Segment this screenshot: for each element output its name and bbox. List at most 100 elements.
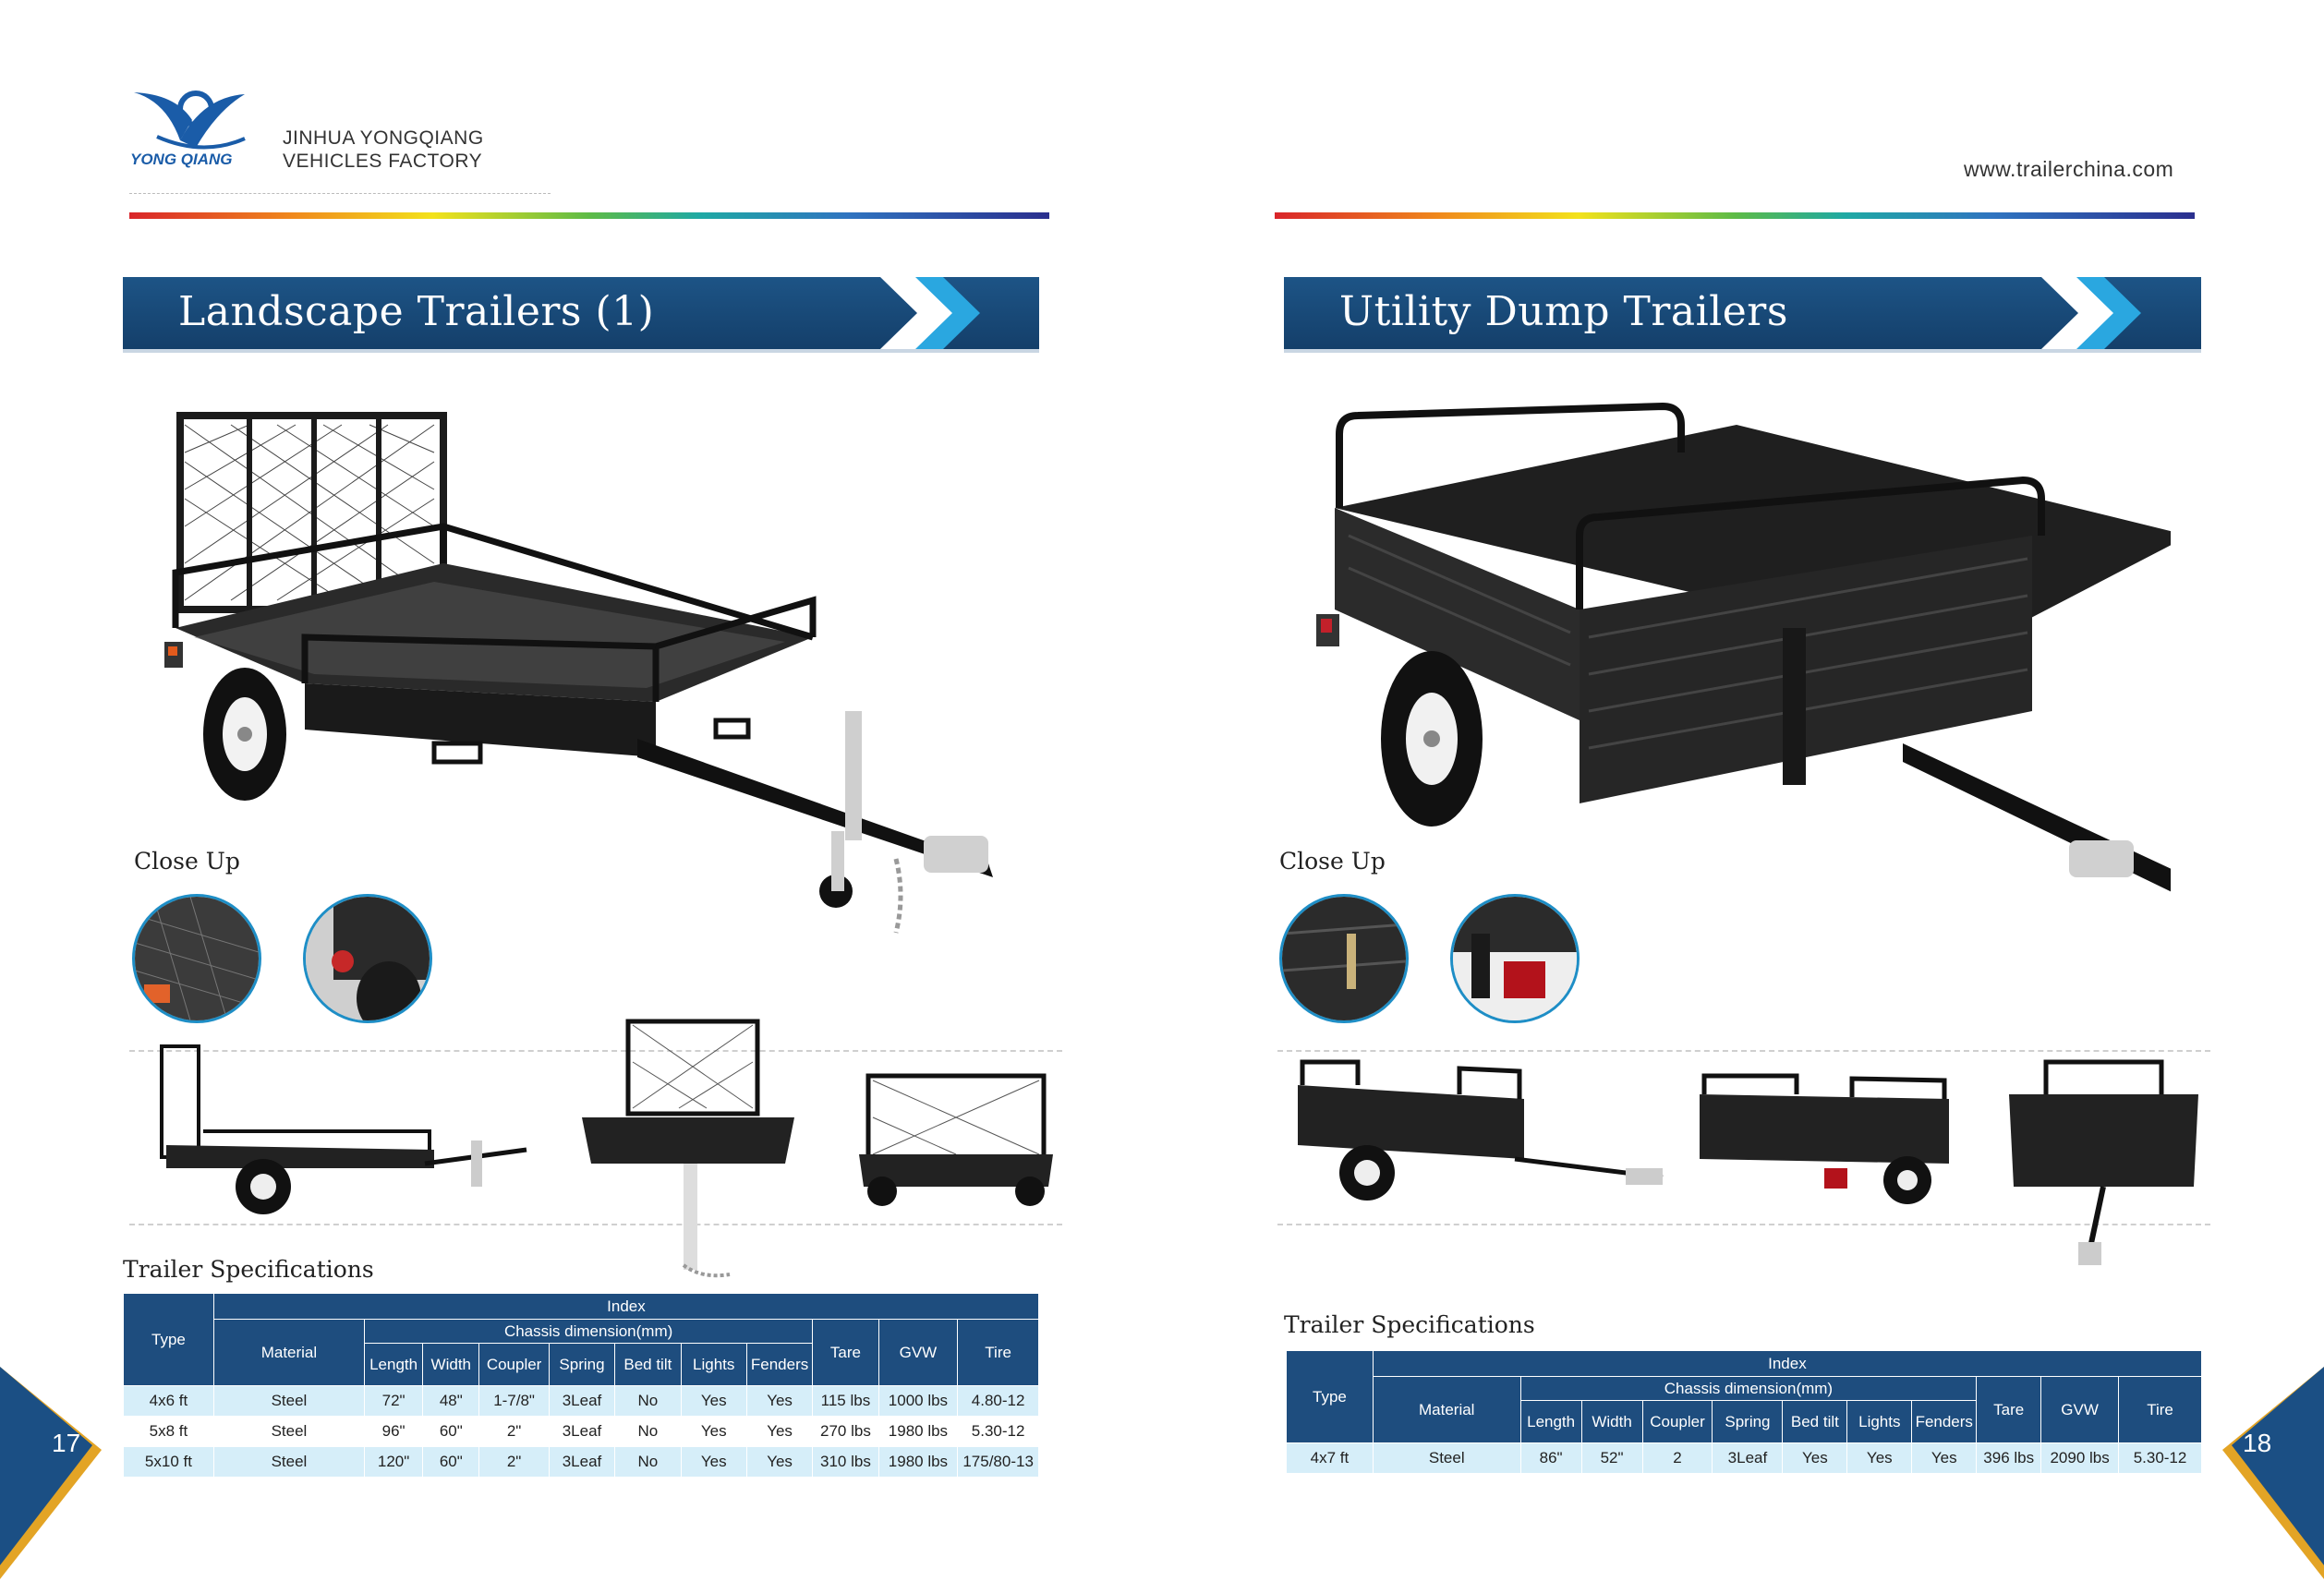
table-cell: Yes [1782,1442,1848,1474]
col-header-gvw: GVW [2040,1376,2120,1443]
col-header-type: Type [123,1293,214,1386]
spec-table-left: Type Index Material Chassis dimension(mm… [123,1293,1040,1478]
gallery-divider-top-left [129,1050,1062,1052]
col-header-chassis: Chassis dimension(mm) [1519,1376,1978,1401]
col-header-tire: Tire [957,1319,1039,1386]
table-cell: 5x8 ft [123,1416,214,1447]
table-row: 4x6 ft Steel 72" 48" 1-7/8" 3Leaf No Yes… [123,1385,1039,1417]
table-cell: 1000 lbs [878,1385,959,1417]
table-cell: 3Leaf [548,1385,616,1417]
table-cell: 5.30-12 [2118,1442,2202,1474]
table-cell: Yes [1911,1442,1978,1474]
spec-label-left: Trailer Specifications [123,1256,374,1283]
table-cell: 310 lbs [812,1446,879,1478]
table-cell: 5.30-12 [957,1416,1039,1447]
table-cell: 1-7/8" [478,1385,550,1417]
table-cell: No [614,1416,682,1447]
brand-name: YONG QIANG [130,151,233,168]
col-header-bed-tilt: Bed tilt [1782,1400,1848,1443]
gallery-divider-bottom-right [1277,1224,2210,1225]
col-header-fenders: Fenders [1911,1400,1978,1443]
col-header-tare: Tare [1976,1376,2042,1443]
col-header-index: Index [1372,1350,2203,1377]
table-cell: Steel [1372,1442,1521,1474]
section-banner-right: Utility Dump Trailers [1284,277,2201,353]
col-header-width: Width [422,1343,480,1386]
col-header-lights: Lights [1846,1400,1913,1443]
col-header-spring: Spring [1712,1400,1784,1443]
table-cell: 3Leaf [1712,1442,1784,1474]
company-name-line2: VEHICLES FACTORY [283,151,483,172]
table-cell: 60" [422,1446,480,1478]
col-header-width: Width [1580,1400,1643,1443]
table-cell: Steel [212,1416,366,1447]
landscape-trailer-photo [157,406,1016,970]
col-header-coupler: Coupler [478,1343,550,1386]
table-cell: 52" [1580,1442,1643,1474]
page-number-left: 17 [52,1429,81,1457]
header-divider [129,193,551,194]
col-header-length: Length [363,1343,424,1386]
table-cell: Yes [745,1385,814,1417]
table-cell: 396 lbs [1976,1442,2042,1474]
gallery-photo-side [1293,1057,1681,1214]
table-cell: Yes [680,1446,747,1478]
table-cell: 1980 lbs [878,1446,959,1478]
gallery-divider-bottom-left [129,1224,1062,1225]
table-cell: 115 lbs [812,1385,879,1417]
table-cell: 60" [422,1416,480,1447]
table-cell: 2" [478,1446,550,1478]
table-row: 5x10 ft Steel 120" 60" 2" 3Leaf No Yes Y… [123,1446,1039,1478]
gallery-photo-rear [854,1071,1058,1210]
table-cell: 270 lbs [812,1416,879,1447]
col-header-type: Type [1286,1350,1374,1443]
table-cell: 4x7 ft [1286,1442,1374,1474]
gallery-photo-front [2000,1057,2208,1279]
gallery-divider-top-right [1277,1050,2210,1052]
website-url[interactable]: www.trailerchina.com [1964,157,2174,181]
gallery-photo-rear-quarter [1695,1071,1963,1210]
spec-table-right: Type Index Material Chassis dimension(mm… [1286,1350,2203,1474]
table-cell: 175/80-13 [957,1446,1039,1478]
table-cell: 72" [363,1385,424,1417]
table-cell: 2 [1641,1442,1713,1474]
col-header-chassis: Chassis dimension(mm) [363,1319,814,1344]
table-cell: Yes [745,1446,814,1478]
page-corner-left [0,1367,102,1588]
col-header-length: Length [1519,1400,1582,1443]
table-cell: 86" [1519,1442,1582,1474]
col-header-bed-tilt: Bed tilt [614,1343,682,1386]
table-cell: 2090 lbs [2040,1442,2120,1474]
page-corner-right [2222,1367,2324,1588]
table-cell: Yes [680,1416,747,1447]
col-header-tire: Tire [2118,1376,2202,1443]
close-up-label-left: Close Up [134,848,240,875]
table-cell: 2" [478,1416,550,1447]
table-row: 5x8 ft Steel 96" 60" 2" 3Leaf No Yes Yes… [123,1416,1039,1447]
closeup-photo-latch [1279,894,1409,1023]
col-header-index: Index [212,1293,1040,1320]
rainbow-rule-left [129,212,1049,219]
col-header-coupler: Coupler [1641,1400,1713,1443]
section-title: Utility Dump Trailers [1339,288,1788,335]
col-header-lights: Lights [680,1343,747,1386]
table-cell: Steel [212,1385,366,1417]
table-cell: 48" [422,1385,480,1417]
closeup-photo-taillight [1450,894,1580,1023]
table-cell: 1980 lbs [878,1416,959,1447]
spec-label-right: Trailer Specifications [1284,1311,1535,1338]
utility-dump-trailer-photo [1312,397,2189,933]
section-title: Landscape Trailers (1) [178,288,655,335]
table-cell: Steel [212,1446,366,1478]
col-header-material: Material [1372,1376,1521,1443]
gallery-photo-side [157,1039,536,1224]
rainbow-rule-right [1275,212,2195,219]
col-header-spring: Spring [548,1343,616,1386]
chevron-right-icon [880,277,980,349]
col-header-fenders: Fenders [745,1343,814,1386]
section-banner-left: Landscape Trailers (1) [123,277,1039,353]
table-cell: 3Leaf [548,1416,616,1447]
table-cell: No [614,1385,682,1417]
close-up-label-right: Close Up [1279,848,1386,875]
table-cell: 5x10 ft [123,1446,214,1478]
